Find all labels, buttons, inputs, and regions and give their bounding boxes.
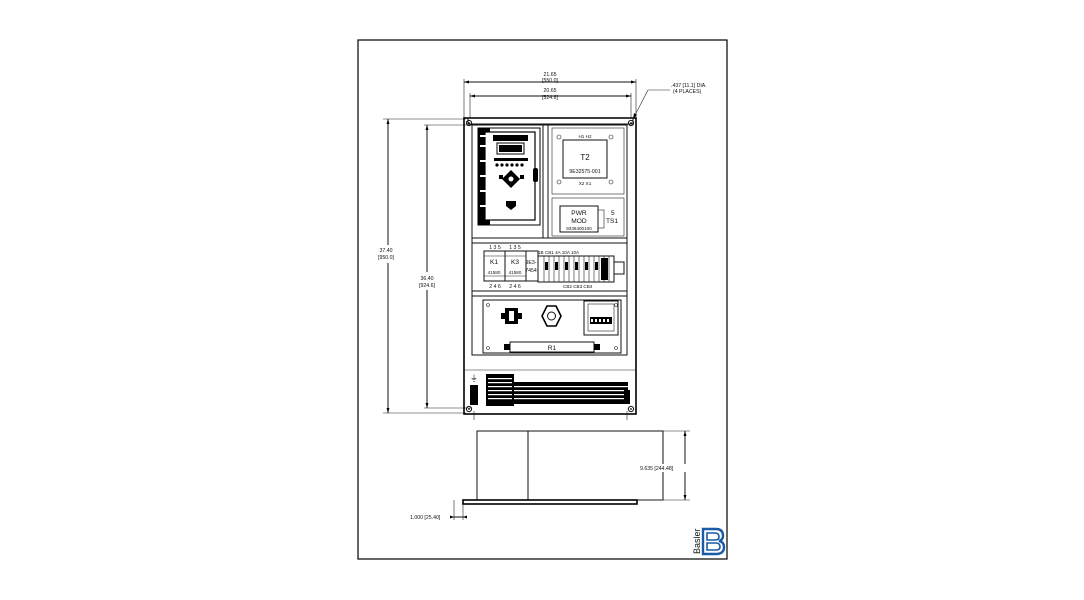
- k3-label: K3: [511, 259, 519, 266]
- outer-height-in: 37.40: [380, 248, 393, 254]
- ts1-label: TS1: [606, 218, 618, 225]
- k1-top-terminals: 1 3 5: [489, 245, 501, 251]
- relay-label-2: 7454: [525, 268, 537, 274]
- relay-label-1: 9E3-: [526, 260, 537, 266]
- mounting-holes: [465, 119, 635, 420]
- transformer-t2: H1 H2 T2 9E32575-001 X2 X1: [551, 127, 625, 195]
- k1-label: K1: [490, 259, 498, 266]
- outer-width-mm: [550.0]: [542, 78, 558, 84]
- t2-part-number: 9E32575-001: [569, 169, 600, 175]
- depth-dimension: 9.635 [244.48]: [640, 466, 674, 472]
- k1-bottom-terminals: 2 4 6: [489, 284, 501, 290]
- inner-height-in: 36.40: [421, 276, 434, 282]
- pwr-part-number: 9336400100: [566, 226, 592, 231]
- inner-width-mm: [524.6]: [542, 95, 558, 101]
- k3-top-terminals: 1 3 5: [509, 245, 521, 251]
- k3-bottom-terminals: 2 4 6: [509, 284, 521, 290]
- basler-logo: Basler: [692, 527, 726, 556]
- width-dimensions: 21.65 [550.0] 20.65 [524.6]: [463, 72, 637, 118]
- resistor-plate: R1: [482, 299, 622, 354]
- panel-side-view: 9.635 [244.48] 1.000 [25.40]: [410, 430, 690, 521]
- t2-bottom-terminals: X2 X1: [579, 181, 592, 186]
- logo-text: Basler: [692, 528, 702, 554]
- inner-height-mm: [924.6]: [419, 283, 435, 289]
- hole-note-line1: .437 [11.1] DIA.: [671, 83, 707, 89]
- ground-symbol: ⏚: [470, 374, 478, 383]
- bottom-terminal-strip: ⏚: [470, 374, 630, 406]
- k3-part-number: 41580: [509, 270, 522, 275]
- hole-note-line2: (4 PLACES): [673, 89, 702, 95]
- cb-top-labels: 1B CB1 4A 10A 10A: [538, 250, 580, 255]
- power-module: PWR MOD 9336400100 5 TS1: [551, 197, 625, 237]
- r1-label: R1: [548, 345, 557, 352]
- circuit-breaker-row: 1B CB1 4A 10A 10A CB2 CB3 CB4: [537, 250, 625, 289]
- controller-module: [477, 127, 541, 226]
- pwr-label-2: MOD: [571, 218, 587, 225]
- t2-label: T2: [580, 153, 590, 162]
- t2-top-terminals: H1 H2: [578, 134, 591, 139]
- ts-number: 5: [611, 210, 615, 217]
- flange-dimension: 1.000 [25.40]: [410, 515, 441, 521]
- height-dimensions: 37.40 [950.0] 36.40 [924.6]: [374, 118, 472, 414]
- panel-front-view: H1 H2 T2 9E32575-001 X2 X1 PWR MOD 93364…: [463, 117, 637, 420]
- outer-height-mm: [950.0]: [378, 255, 394, 261]
- outer-width-in: 21.65: [544, 72, 557, 78]
- inner-width-in: 20.65: [544, 88, 557, 94]
- k1-part-number: 41580: [488, 270, 501, 275]
- cb-bottom-labels: CB2 CB3 CB4: [563, 284, 593, 289]
- pwr-label-1: PWR: [571, 210, 587, 217]
